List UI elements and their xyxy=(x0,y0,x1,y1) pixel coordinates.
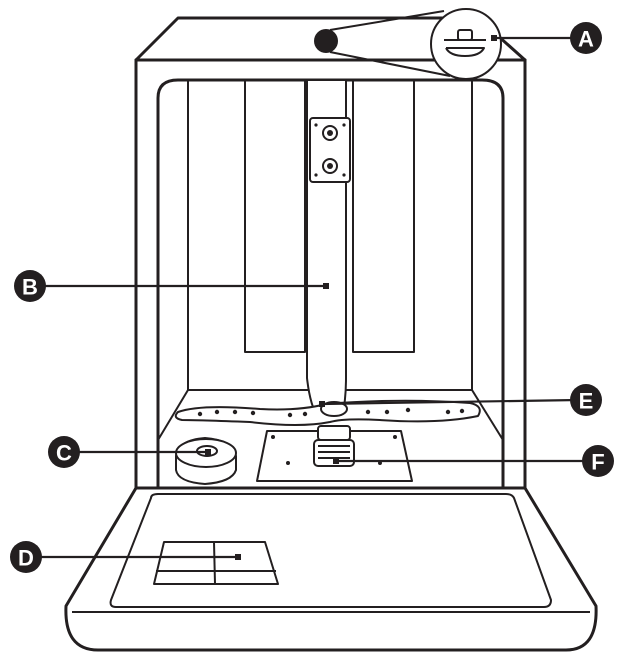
back-panel-left xyxy=(244,80,306,353)
bracket-hole-top xyxy=(322,125,338,141)
callout-a-line-bottom xyxy=(329,51,451,77)
leader-e xyxy=(321,398,579,406)
bracket-hole-bottom xyxy=(322,158,338,174)
inset-part-knob xyxy=(457,29,473,41)
badge-f: F xyxy=(582,445,614,477)
callout-a-inset xyxy=(430,8,502,80)
bracket-screw-b xyxy=(342,123,346,127)
svg-text:D: D xyxy=(18,546,34,571)
bracket-screw-c xyxy=(314,173,318,177)
detergent-dispenser xyxy=(153,541,279,585)
door-outer xyxy=(64,486,598,652)
leader-f-marker xyxy=(333,458,339,464)
leader-a-marker xyxy=(491,35,497,41)
bracket-screw-d xyxy=(342,173,346,177)
svg-text:B: B xyxy=(22,275,38,300)
leader-e-marker xyxy=(319,401,325,407)
door-inner-panel xyxy=(109,493,552,608)
svg-text:C: C xyxy=(56,441,72,466)
badge-b: B xyxy=(14,270,46,302)
leader-b-marker xyxy=(323,283,329,289)
floor-edge-left xyxy=(157,389,189,441)
leader-c-marker xyxy=(205,449,211,455)
sensor-dot xyxy=(314,29,338,53)
svg-text:A: A xyxy=(578,27,594,52)
spray-arm-holes xyxy=(197,407,465,418)
filter-dot-1 xyxy=(271,435,275,439)
svg-text:E: E xyxy=(579,389,594,414)
badge-d: D xyxy=(10,541,42,573)
filter-cylinder-top xyxy=(317,425,351,441)
filter-dot-2 xyxy=(393,435,397,439)
filter-dot-3 xyxy=(286,461,290,465)
back-panel-right xyxy=(352,80,415,353)
bracket-hole-bottom-inner xyxy=(327,163,333,169)
leader-d-marker xyxy=(235,554,241,560)
badge-e: E xyxy=(570,384,602,416)
badge-c: C xyxy=(48,436,80,468)
floor-edge-right xyxy=(471,389,504,441)
bracket-hole-top-inner xyxy=(327,130,333,136)
spray-arm-hub xyxy=(320,401,348,417)
svg-text:F: F xyxy=(591,450,604,475)
wall-bracket xyxy=(309,117,351,183)
badge-a: A xyxy=(570,22,602,54)
dispenser-divider xyxy=(213,541,216,585)
callout-a-line-top xyxy=(329,10,445,31)
bracket-screw-a xyxy=(314,123,318,127)
